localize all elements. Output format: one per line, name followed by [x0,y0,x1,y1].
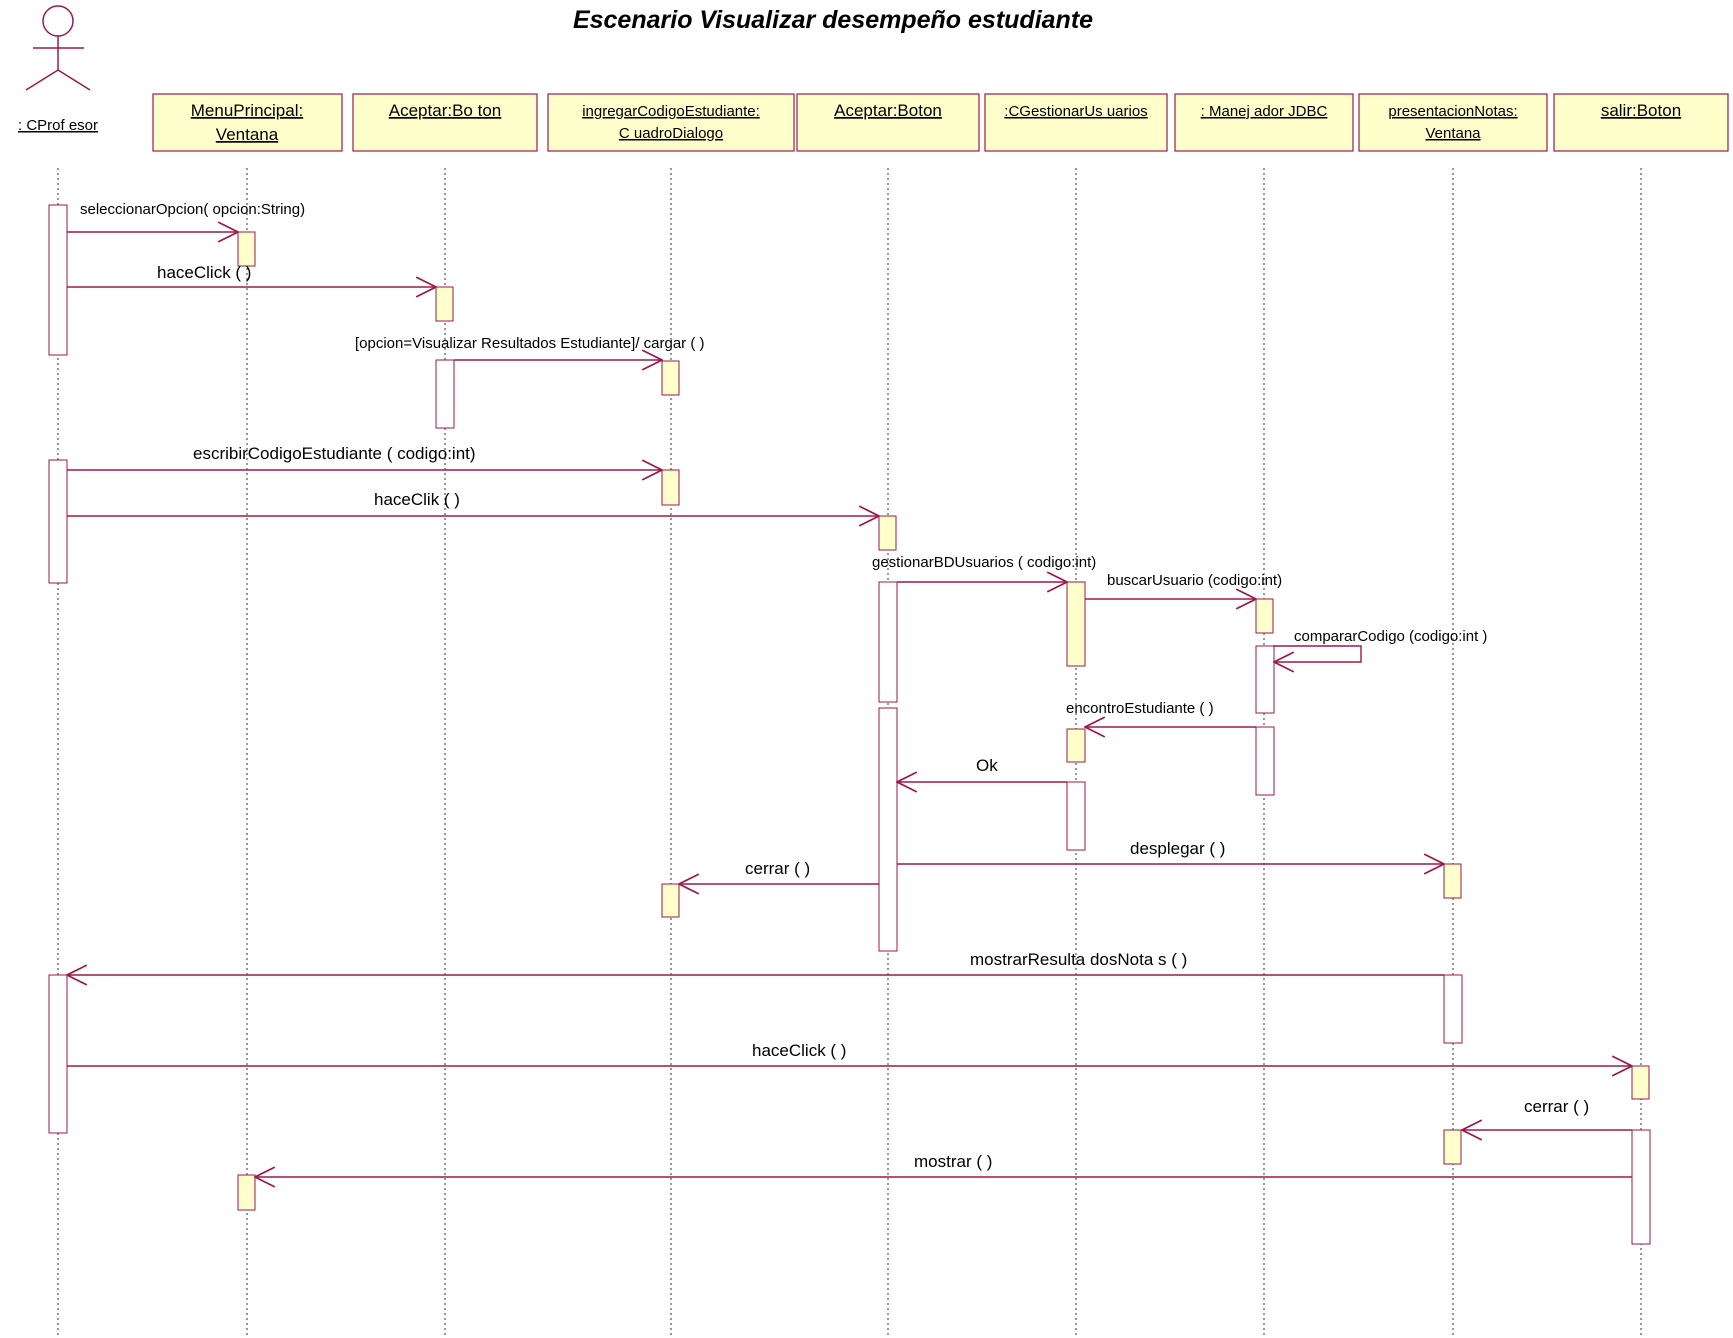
activation-bar [1443,974,1463,1044]
message-label: buscarUsuario (codigo:int) [1107,572,1282,589]
activation-bar [661,883,680,918]
object-label-line1: Aceptar:Boton [834,101,942,120]
object-box [796,93,980,152]
message-label: haceClick ( ) [157,263,251,282]
object-salir: salir:Boton [1553,93,1729,152]
activation-bar [1631,1129,1651,1245]
object-aceptar1: Aceptar:Bo ton [352,93,538,152]
activation-bar [661,360,680,396]
object-box [152,93,343,152]
message-label: cerrar ( ) [745,859,810,878]
activation-bar [435,286,454,322]
activation-bar [1443,1129,1462,1165]
object-label-line2: Ventana [216,125,279,144]
message-label: cerrar ( ) [1524,1097,1589,1116]
message-label: mostrarResulta dosNota s ( ) [970,950,1187,969]
message-label: [opcion=Visualizar Resultados Estudiante… [355,335,705,352]
activation-bar [1443,863,1462,899]
object-box [1358,93,1548,152]
object-label-line1: Aceptar:Bo ton [389,101,501,120]
activation-bar [1066,781,1086,851]
object-box [1174,93,1354,152]
activation-bar [1255,645,1275,714]
diagram-title: Escenario Visualizar desempeño estudiant… [573,6,1093,34]
object-box [1553,93,1729,152]
object-label-line2: Ventana [1425,125,1481,142]
activation-bar [878,515,897,551]
message-label: haceClick ( ) [752,1041,846,1060]
activation-bar [237,1174,256,1211]
activation-bar [878,581,898,703]
message-label: Ok [976,756,998,775]
activation-bar [1631,1065,1650,1100]
message-label: gestionarBDUsuarios ( codigo:int) [872,554,1096,571]
message-label: compararCodigo (codigo:int ) [1294,628,1487,645]
message-arrow-self [1273,645,1362,662]
object-label-line1: presentacionNotas: [1388,103,1517,120]
activation-bars [48,204,1651,1245]
activation-bar [48,974,68,1134]
object-label-line1: MenuPrincipal: [191,101,303,120]
object-presentacion: presentacionNotas: Ventana [1358,93,1548,152]
object-aceptar2: Aceptar:Boton [796,93,980,152]
object-label-line2: C uadroDialogo [619,125,723,142]
object-label-line1: salir:Boton [1601,101,1681,120]
message-label: escribirCodigoEstudiante ( codigo:int) [193,444,476,463]
object-label-line1: :CGestionarUs uarios [1004,103,1147,120]
object-box [984,93,1168,152]
messages [67,232,1632,1177]
stick-figure-icon [25,5,91,91]
message-label: mostrar ( ) [914,1152,992,1171]
object-label-line1: ingregarCodigoEstudiante: [582,103,760,120]
activation-bar [1255,726,1275,796]
activation-bar [48,459,68,584]
activation-bar [435,359,455,429]
activation-bar [878,707,898,952]
activation-bar [237,231,256,267]
lifelines [57,168,1642,1338]
message-label: encontroEstudiante ( ) [1066,700,1214,717]
message-label: seleccionarOpcion( opcion:String) [80,201,305,218]
activation-bar [48,204,68,356]
object-menu: MenuPrincipal: Ventana [152,93,343,152]
activation-bar [1066,728,1086,763]
object-box [547,93,795,152]
message-label: haceClik ( ) [374,490,460,509]
message-labels: seleccionarOpcion( opcion:String) haceCl… [80,201,1589,1171]
object-jdbc: : Manej ador JDBC [1174,93,1354,152]
actor-cprofesor: : CProf esor [18,5,98,134]
activation-bar [1066,581,1086,667]
object-label-line1: : Manej ador JDBC [1201,103,1328,120]
activation-bar [661,469,680,506]
message-label: desplegar ( ) [1130,839,1225,858]
activation-bar [1255,598,1274,634]
actor-label: : CProf esor [18,117,98,134]
object-dialogo: ingregarCodigoEstudiante: C uadroDialogo [547,93,795,152]
object-box [352,93,538,152]
object-gestionar: :CGestionarUs uarios [984,93,1168,152]
